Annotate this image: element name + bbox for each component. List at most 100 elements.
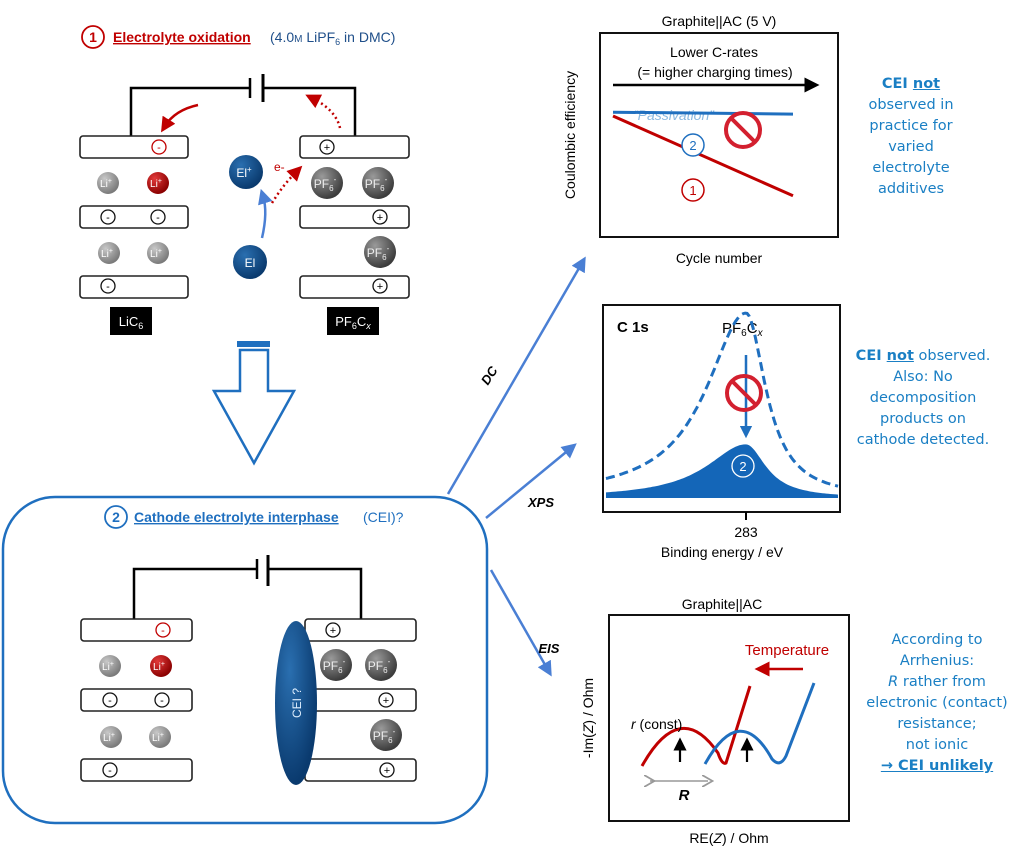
panel2-title-suffix: (CEI)?	[363, 509, 404, 525]
svg-text:-: -	[157, 142, 161, 154]
positive-charge	[325, 622, 341, 638]
xps-label: XPS	[527, 495, 554, 510]
svg-text:PF6-: PF6-	[368, 657, 391, 675]
step-2-number: 2	[112, 509, 120, 525]
pf6-ion	[364, 236, 396, 268]
svg-text:PF6-: PF6-	[314, 175, 337, 193]
chart1-ylabel: Coulombic efficiency	[562, 71, 578, 199]
svg-text:Li+: Li+	[153, 661, 165, 673]
svg-text:Li+: Li+	[102, 661, 114, 673]
pf6-ion	[362, 167, 394, 199]
li-ion	[98, 242, 120, 264]
pf6-anions: PF6- PF6- PF6-	[320, 649, 402, 751]
transition-down-arrow	[211, 341, 297, 466]
anode-electrodes: - - - -	[79, 135, 189, 299]
li-ion	[147, 242, 169, 264]
chart1-xlabel: Cycle number	[676, 250, 763, 266]
electron-label: e-	[274, 160, 285, 174]
pf6-ion	[311, 167, 343, 199]
circuit-wire	[129, 86, 357, 136]
chart3-title: Graphite||AC	[682, 596, 762, 612]
negative-charge	[102, 692, 118, 708]
svg-text:+: +	[383, 695, 389, 707]
electrolyte-molecule	[233, 245, 267, 279]
negative-charge	[100, 278, 116, 294]
chart-xps-c1s: C 1s PF6Cx 2 283 Binding energy / eV	[602, 304, 841, 560]
dc-label: DC	[478, 363, 501, 387]
passivation-label: “Passivation”	[633, 107, 715, 123]
lithium-ions: Li+ Li+ Li+ Li+	[99, 655, 172, 748]
svg-text:+: +	[330, 625, 336, 637]
lithium-ions: Li+ Li+ Li+ Li+	[97, 172, 169, 264]
svg-text:+: +	[324, 142, 330, 154]
svg-text:Li+: Li+	[100, 178, 112, 190]
svg-text:El: El	[245, 256, 256, 270]
cei-layer	[275, 621, 317, 785]
observed-peak-area	[606, 444, 838, 498]
step-1-badge	[81, 25, 105, 49]
step-1-number: 1	[89, 29, 97, 45]
cathode-label-box	[327, 307, 379, 335]
chart3-ylabel: -Im(Z) / Ohm	[580, 678, 596, 758]
svg-text:-: -	[108, 695, 112, 707]
cathode-electrodes: + + +	[299, 135, 410, 299]
li-ion-red	[150, 655, 172, 677]
li-ion	[97, 172, 119, 194]
negative-charge	[154, 692, 170, 708]
svg-text:-: -	[108, 765, 112, 777]
series-line-1	[612, 114, 794, 198]
panel-electrolyte-oxidation: 1 Electrolyte oxidation (4.0M LiPF6 in D…	[79, 25, 410, 335]
dc-conclusion-note: CEI not observed in practice for varied …	[868, 76, 954, 197]
series-2-marker	[681, 133, 705, 157]
prohibited-icon	[725, 374, 763, 412]
x-tick-label: 283	[734, 524, 758, 540]
chart-coulombic-efficiency: Graphite||AC (5 V) Lower C-rates (= high…	[562, 13, 839, 266]
svg-text:PF6-: PF6-	[323, 657, 346, 675]
svg-text:-: -	[106, 281, 110, 293]
negative-charge	[150, 209, 166, 225]
dc-arrow	[446, 256, 586, 495]
eis-arrow	[489, 569, 552, 677]
svg-text:PF6-: PF6-	[373, 727, 396, 745]
panel2-frame	[1, 495, 489, 825]
chart2-xlabel: Binding energy / eV	[661, 544, 784, 560]
svg-text:-: -	[106, 212, 110, 224]
svg-text:Li+: Li+	[103, 732, 115, 744]
series-1-marker	[681, 178, 705, 202]
positive-charge	[319, 139, 335, 155]
step-2-badge	[104, 505, 128, 529]
negative-charge-red	[155, 622, 171, 638]
svg-text:+: +	[377, 281, 383, 293]
svg-text:2: 2	[689, 138, 696, 153]
svg-text:Li+: Li+	[152, 732, 164, 744]
oxidation-arrow	[258, 188, 273, 239]
prohibited-icon	[724, 111, 762, 149]
eis-label: EIS	[539, 641, 560, 656]
panel-cei: 2 Cathode electrolyte interphase (CEI)? …	[1, 495, 489, 825]
series-2-marker	[731, 454, 755, 478]
R-label: R	[679, 787, 690, 804]
svg-text:2: 2	[739, 459, 746, 474]
positive-charge	[372, 278, 388, 294]
oxidized-electrolyte-molecule	[229, 155, 263, 189]
svg-text:PF6-: PF6-	[365, 175, 388, 193]
negative-charge-red	[151, 139, 167, 155]
pf6-ion	[320, 649, 352, 681]
positive-charge	[372, 209, 388, 225]
panel2-title: Cathode electrolyte interphase	[134, 509, 339, 525]
positive-charge	[378, 692, 394, 708]
chart1-series	[612, 110, 794, 198]
svg-text:PF6-: PF6-	[367, 244, 390, 262]
panel1-subtitle: (4.0M LiPF6 in DMC)	[270, 29, 395, 47]
eis-curve-low-temp	[703, 682, 816, 765]
chart1-annotation-line1: Lower C-rates	[670, 44, 758, 60]
svg-text:-: -	[160, 695, 164, 707]
expected-peak-dashed	[605, 311, 839, 488]
electron-transfer-arrow	[270, 165, 303, 204]
svg-text:Li+: Li+	[101, 248, 113, 260]
svg-text:-: -	[156, 212, 160, 224]
pf6-ion	[365, 649, 397, 681]
li-ion	[100, 726, 122, 748]
